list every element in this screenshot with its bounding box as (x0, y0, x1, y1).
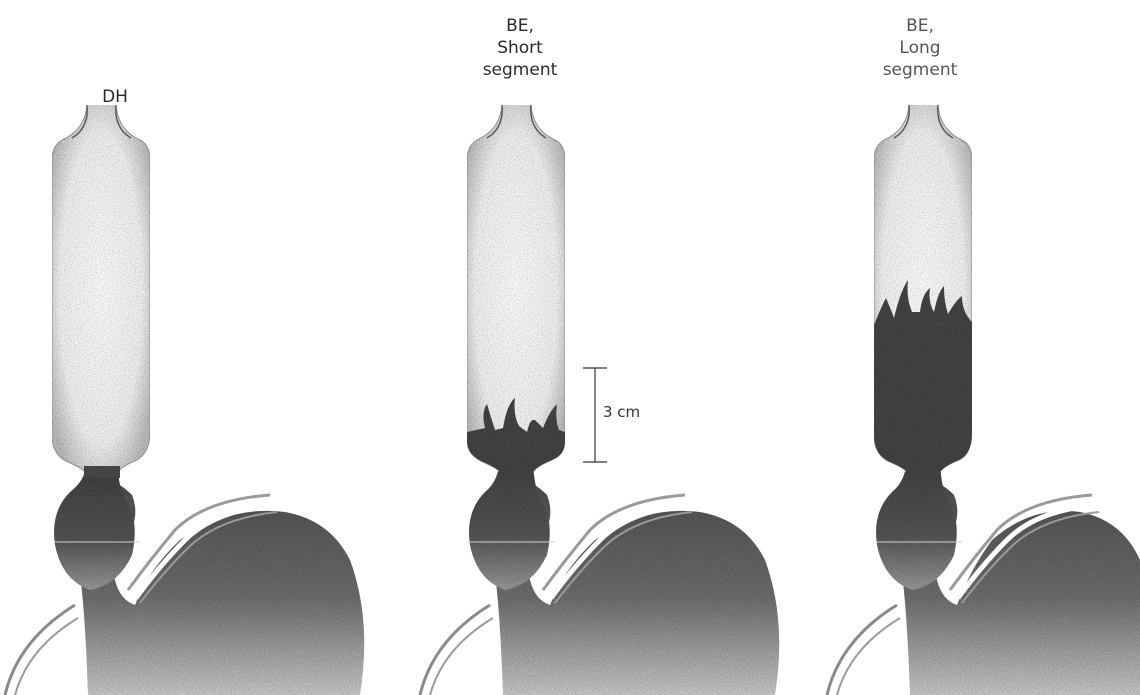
esophagus-dh (52, 105, 150, 472)
panel-dh (5, 105, 364, 695)
label-line: BE, (455, 15, 585, 37)
panel-label-be-long: BE, Long segment (855, 15, 985, 81)
panel-be-long (827, 105, 1140, 695)
hernia-sac-short (469, 455, 550, 590)
dark-junction-dh (84, 466, 120, 478)
barrett-segment-long (874, 280, 972, 472)
hernia-sac-dh (54, 468, 135, 590)
label-line: segment (455, 59, 585, 81)
panel-label-be-short: BE, Short segment (455, 15, 585, 81)
panel-be-short (420, 105, 779, 695)
label-line: Short (455, 37, 585, 59)
label-line: Long (855, 37, 985, 59)
panel-label-dh: DH (60, 86, 170, 108)
label-line: BE, (855, 15, 985, 37)
hernia-sac-long (876, 455, 957, 590)
scale-bar-label: 3 cm (603, 403, 640, 421)
label-line: segment (855, 59, 985, 81)
label-line: DH (60, 86, 170, 108)
